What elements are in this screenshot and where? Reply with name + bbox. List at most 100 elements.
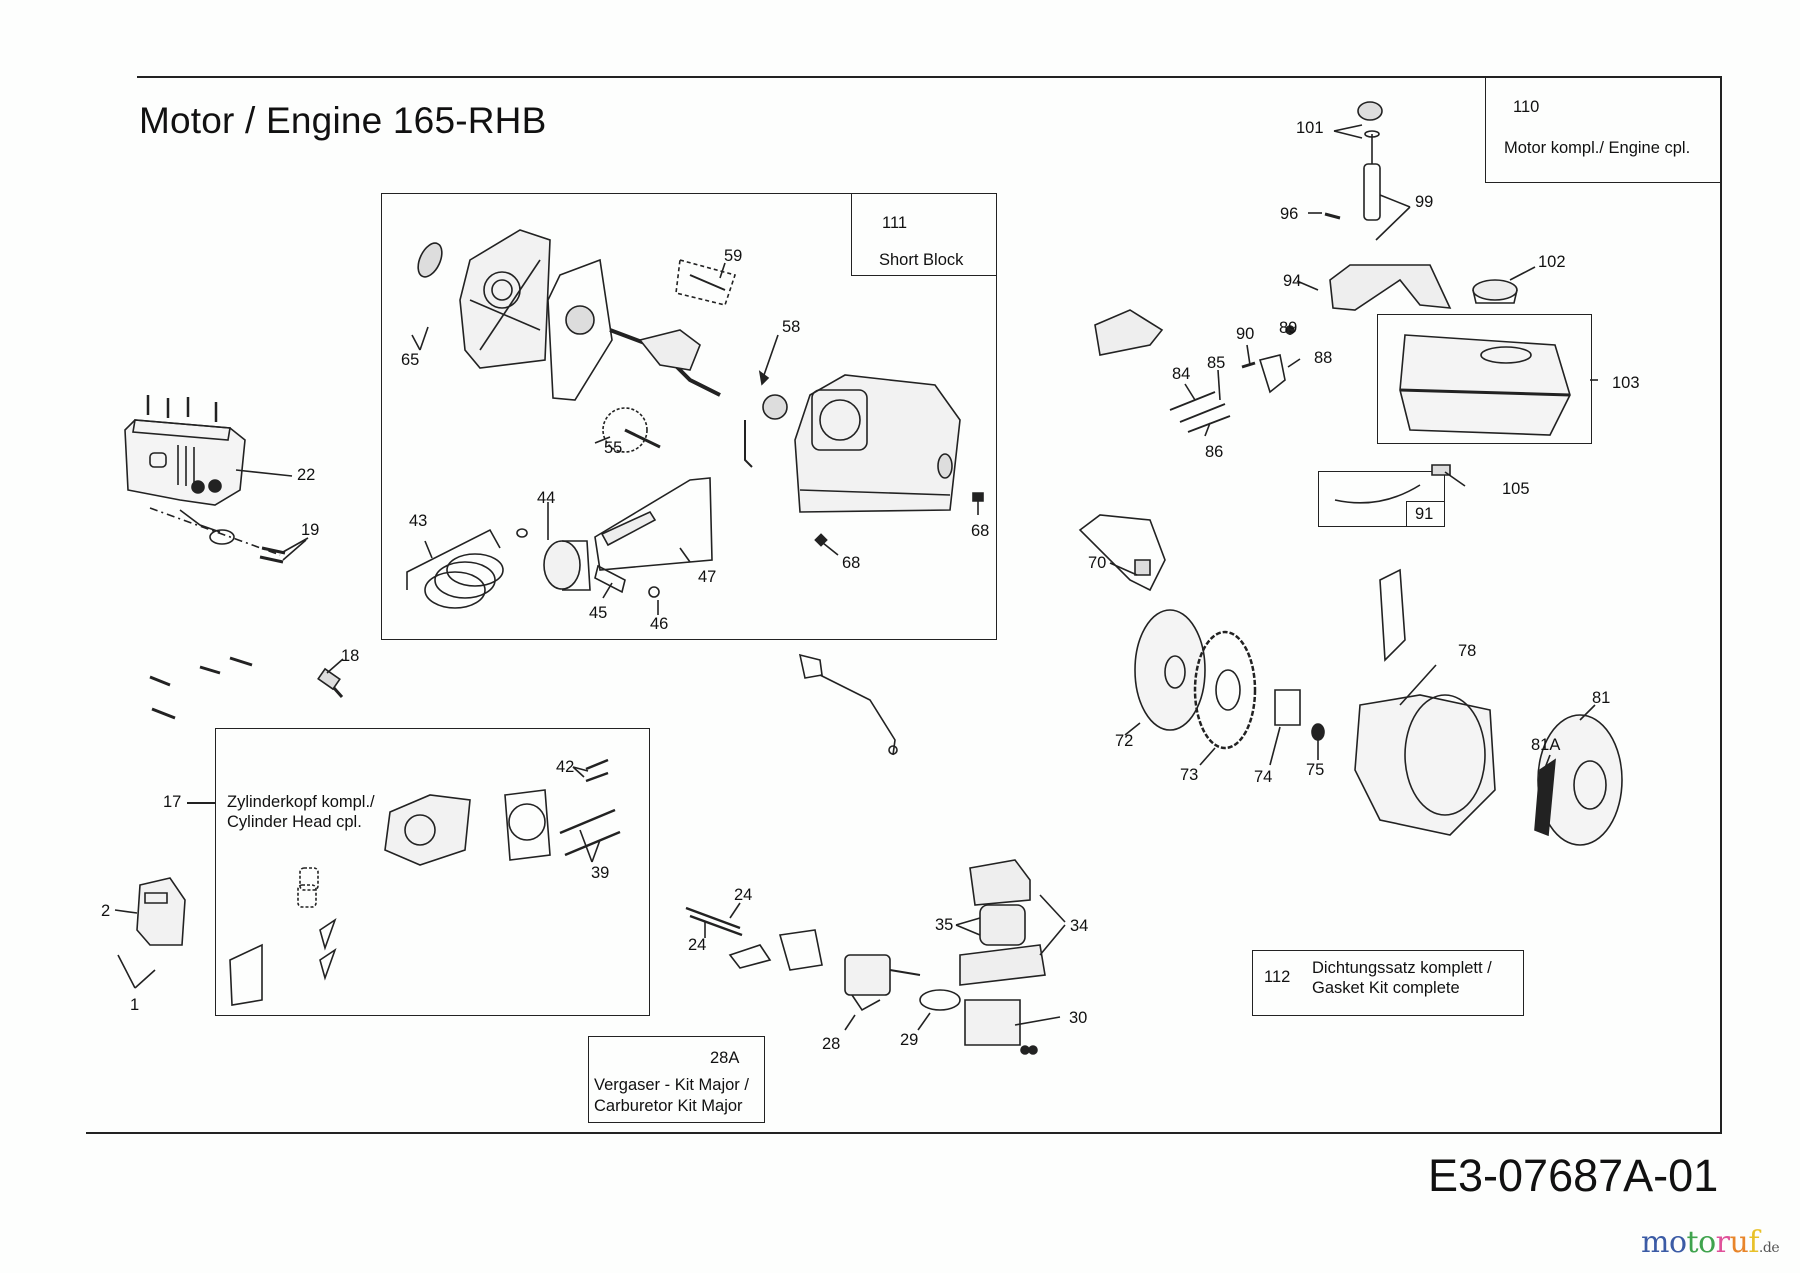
part-fuel-tank[interactable] (1400, 335, 1570, 435)
callout-85[interactable]: 85 (1207, 354, 1226, 372)
callout-70[interactable]: 70 (1088, 554, 1107, 572)
callout-28[interactable]: 28 (822, 1035, 841, 1053)
part-camshaft[interactable] (603, 408, 660, 452)
callout-47[interactable]: 47 (698, 568, 717, 586)
part-ignition-coil[interactable] (1080, 515, 1165, 590)
kit-box-short-block[interactable]: 111 Short Block (381, 193, 997, 640)
part-governor-shaft[interactable] (676, 260, 735, 305)
part-shroud-deflector[interactable] (1380, 570, 1405, 660)
part-bolt-96[interactable] (1325, 214, 1340, 218)
part-push-rods[interactable] (560, 810, 620, 855)
part-spark-plug[interactable] (318, 669, 342, 697)
callout-24-lower[interactable]: 24 (688, 936, 707, 954)
part-air-filter-case[interactable] (960, 945, 1045, 985)
callout-86[interactable]: 86 (1205, 443, 1224, 461)
callout-59[interactable]: 59 (724, 247, 743, 265)
callout-99[interactable]: 99 (1415, 193, 1434, 211)
part-intake-gasket[interactable] (230, 945, 262, 1005)
callout-101[interactable]: 101 (1296, 119, 1324, 137)
part-box-fuel-tank[interactable] (1377, 314, 1592, 444)
part-starter-handle[interactable] (1535, 760, 1555, 835)
part-fuel-valve[interactable] (1432, 465, 1450, 475)
part-head-gasket[interactable] (505, 790, 550, 860)
callout-96[interactable]: 96 (1280, 205, 1299, 223)
callout-34[interactable]: 34 (1070, 917, 1089, 935)
part-air-filter-base[interactable] (965, 1000, 1037, 1054)
callout-58[interactable]: 58 (782, 318, 801, 336)
part-gasket-crankcase[interactable] (548, 260, 612, 400)
callout-22[interactable]: 22 (297, 466, 316, 484)
callout-94[interactable]: 94 (1283, 272, 1302, 290)
part-fuel-cap[interactable] (1473, 280, 1517, 303)
callout-89[interactable]: 89 (1279, 319, 1298, 337)
part-valves[interactable] (586, 760, 608, 781)
part-piston[interactable] (544, 541, 590, 590)
callout-102[interactable]: 102 (1538, 253, 1566, 271)
part-bolts-cylinder-head[interactable] (150, 658, 252, 718)
callout-72[interactable]: 72 (1115, 732, 1134, 750)
callout-45[interactable]: 45 (589, 604, 608, 622)
part-box-fuel-line[interactable]: 91 (1318, 471, 1445, 527)
callout-73[interactable]: 73 (1180, 766, 1199, 784)
part-muffler[interactable] (125, 395, 285, 562)
kit-box-cylinder-head[interactable]: Zylinderkopf kompl./ Cylinder Head cpl. (215, 728, 650, 1016)
part-carburetor[interactable] (845, 955, 920, 1010)
callout-30[interactable]: 30 (1069, 1009, 1088, 1027)
callout-78[interactable]: 78 (1458, 642, 1477, 660)
part-connecting-rod[interactable] (595, 478, 712, 570)
part-engine-block[interactable] (795, 375, 960, 512)
callout-1[interactable]: 1 (130, 996, 140, 1014)
part-rocker-arms[interactable] (320, 920, 335, 978)
callout-39[interactable]: 39 (591, 864, 610, 882)
part-drain-plug[interactable] (973, 493, 983, 501)
part-fuel-hose[interactable] (1335, 485, 1420, 503)
part-bolt-90[interactable] (1242, 363, 1255, 367)
part-oil-dipstick[interactable] (1358, 102, 1382, 220)
callout-19[interactable]: 19 (301, 521, 320, 539)
kit-box-carburetor[interactable]: 28A Vergaser - Kit Major / Carburetor Ki… (588, 1036, 765, 1123)
part-fan-shroud[interactable] (1355, 695, 1495, 835)
callout-55[interactable]: 55 (604, 439, 623, 457)
part-flywheel[interactable] (1195, 632, 1255, 748)
part-carb-gasket[interactable] (920, 990, 960, 1010)
kit-box-engine-complete[interactable]: 110 Motor kompl./ Engine cpl. (1485, 76, 1721, 183)
part-crankshaft[interactable] (610, 330, 787, 419)
callout-42[interactable]: 42 (556, 758, 575, 776)
callout-74[interactable]: 74 (1254, 768, 1273, 786)
part-carb-studs[interactable] (686, 908, 742, 935)
callout-81a[interactable]: 81A (1531, 736, 1561, 754)
part-oil-fill-cover[interactable] (1330, 265, 1450, 310)
callout-24-upper[interactable]: 24 (734, 886, 753, 904)
part-crankcase-cover[interactable] (413, 230, 550, 368)
callout-65[interactable]: 65 (401, 351, 420, 369)
brand-logo[interactable]: motoruf.de (1641, 1228, 1780, 1258)
part-air-filter-cover[interactable] (970, 860, 1030, 905)
part-starter-cup[interactable] (1275, 690, 1300, 725)
kit-box-gasket[interactable]: 112 Dichtungssatz komplett / Gasket Kit … (1252, 950, 1524, 1016)
callout-103[interactable]: 103 (1612, 374, 1640, 392)
callout-84[interactable]: 84 (1172, 365, 1191, 383)
callout-29[interactable]: 29 (900, 1031, 919, 1049)
callout-75[interactable]: 75 (1306, 761, 1325, 779)
part-valve-springs[interactable] (298, 868, 318, 907)
callout-68-block[interactable]: 68 (971, 522, 990, 540)
callout-18[interactable]: 18 (341, 647, 360, 665)
part-flywheel-nut[interactable] (1312, 724, 1324, 740)
part-cylinder-head[interactable] (385, 795, 470, 865)
callout-44[interactable]: 44 (537, 489, 556, 507)
part-governor-arm[interactable] (800, 655, 897, 755)
part-piston-pin[interactable] (595, 566, 625, 592)
callout-35[interactable]: 35 (935, 916, 954, 934)
callout-43[interactable]: 43 (409, 512, 428, 530)
callout-68-drain[interactable]: 68 (842, 554, 861, 572)
callout-88[interactable]: 88 (1314, 349, 1333, 367)
part-valve-cover[interactable] (137, 878, 185, 945)
callout-2[interactable]: 2 (101, 902, 111, 920)
part-throttle-control[interactable] (1095, 310, 1162, 355)
callout-105[interactable]: 105 (1502, 480, 1530, 498)
part-recoil-starter[interactable] (1538, 715, 1622, 845)
part-air-filter-element[interactable] (980, 905, 1025, 945)
part-insulator[interactable] (730, 930, 822, 970)
part-piston-rings[interactable] (425, 554, 503, 608)
callout-81[interactable]: 81 (1592, 689, 1611, 707)
